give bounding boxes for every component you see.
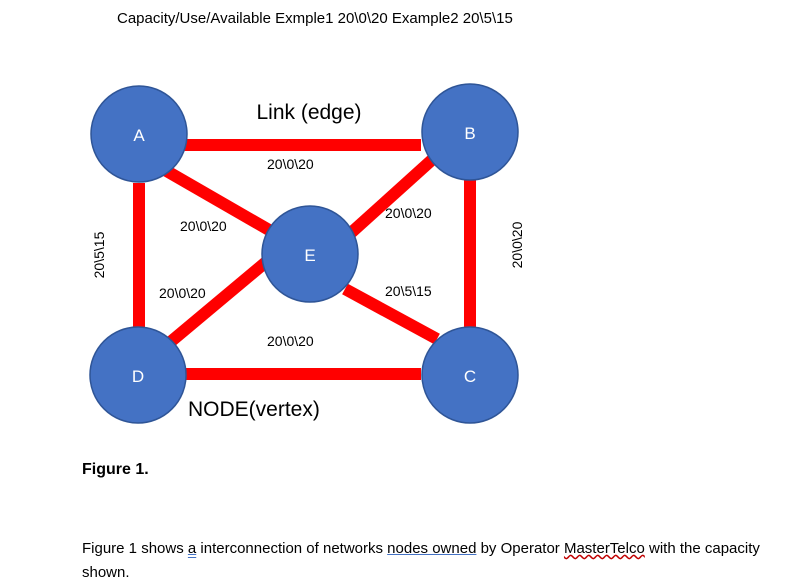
edges-layer [133, 139, 476, 380]
edge-a-e-capacity: 20\0\20 [180, 218, 227, 234]
edge-a-d-capacity: 20\5\15 [91, 231, 107, 278]
nodes-layer: A B C D E [89, 83, 519, 424]
edge-a-e [155, 160, 279, 240]
edge-a-b-capacity: 20\0\20 [267, 156, 314, 172]
edge-e-c [342, 283, 440, 345]
node-c[interactable] [421, 326, 519, 424]
edge-e-c-capacity: 20\5\15 [385, 283, 432, 299]
edge-d-e-capacity: 20\0\20 [159, 285, 206, 301]
node-e-label: E [304, 246, 315, 265]
figure-caption: Figure 1 shows a interconnection of netw… [82, 537, 797, 585]
node-b-label: B [464, 124, 475, 143]
edge-b-c-capacity: 20\0\20 [509, 221, 525, 268]
node-d[interactable] [89, 326, 187, 424]
capacity-legend-header: Capacity/Use/Available Exmple1 20\0\20 E… [117, 10, 513, 27]
caption-text: with the capacity shown. [82, 540, 760, 581]
node-b[interactable] [421, 83, 519, 181]
caption-text: by Operator [476, 540, 564, 557]
node-e[interactable] [261, 205, 359, 303]
node-a-label: A [133, 126, 145, 145]
caption-nodes-owned: nodes owned [387, 540, 477, 557]
edge-d-e [164, 257, 270, 349]
node-a[interactable] [90, 85, 188, 183]
edge-d-c-capacity: 20\0\20 [267, 333, 314, 349]
caption-text: Figure 1 shows [82, 540, 188, 557]
node-d-label: D [132, 367, 144, 386]
edge-b-e [337, 153, 439, 246]
labels-layer: Link (edge) NODE(vertex) 20\0\20 20\0\20… [91, 101, 525, 421]
figure-label: Figure 1. [82, 461, 149, 478]
node-vertex-label: NODE(vertex) [188, 398, 320, 421]
link-edge-label: Link (edge) [256, 101, 361, 124]
edge-b-e-capacity: 20\0\20 [385, 205, 432, 221]
caption-article: a [187, 540, 197, 557]
caption-text: interconnection of networks [196, 540, 388, 557]
caption-operator-name: MasterTelco [563, 540, 645, 557]
node-c-label: C [464, 367, 476, 386]
